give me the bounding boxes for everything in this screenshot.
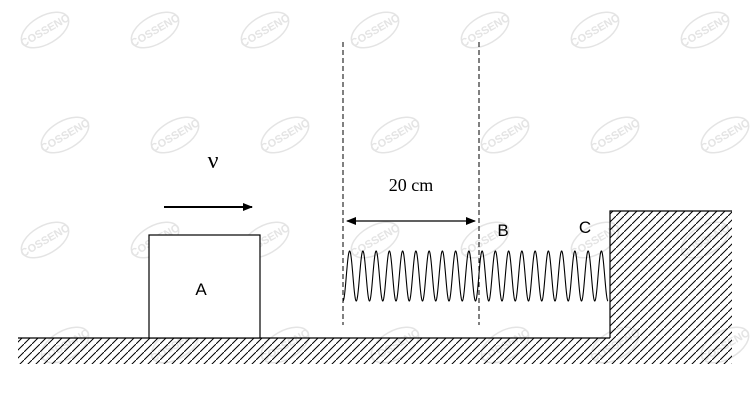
watermark-tile: COSSENO [39,116,93,155]
watermark-loop [350,221,400,259]
watermark-loop [350,11,400,49]
watermark-loop [460,11,510,49]
watermark-tile: COSSENO [699,116,752,155]
watermark-loop [240,11,290,49]
watermark-tile: COSSENO [129,11,183,50]
watermark-tile: COSSENO [569,11,623,50]
floor-hatching [18,338,610,364]
watermark-tile: COSSENO [349,221,403,260]
point-c-label: C [579,218,591,237]
watermark-tile: COSSENO [679,11,733,50]
watermark-loop [680,11,730,49]
watermark-tile: COSSENO [349,11,403,50]
watermark-loop [150,116,200,154]
watermark-loop [700,116,750,154]
watermark-loop [480,116,530,154]
wall-hatching [610,211,732,364]
watermark-tile: COSSENO [259,116,313,155]
wall-outline [609,210,732,338]
spring [342,250,609,302]
watermark-loop [460,221,510,259]
watermark-tile: COSSENO [459,11,513,50]
watermark-loop [590,116,640,154]
watermark-tile: COSSENO [589,116,643,155]
watermark-tile: COSSENO [239,11,293,50]
point-b-label: B [497,221,508,240]
watermark-loop [260,116,310,154]
watermark-loop [20,221,70,259]
distance-label: 20 cm [389,175,434,195]
watermark-tile: COSSENO [19,221,73,260]
block-a-label: A [195,280,207,299]
watermark-loop [20,11,70,49]
watermark-loop [570,11,620,49]
watermark-loop [130,11,180,49]
watermark-loop [40,116,90,154]
block-a [148,234,261,339]
watermark-tile: COSSENO [149,116,203,155]
watermark-tile: COSSENO [19,11,73,50]
watermark-tile: COSSENO [369,116,423,155]
velocity-symbol: ν [208,148,219,174]
watermark-loop [370,116,420,154]
watermark-tile: COSSENO [479,116,533,155]
watermark-text: COSSENO [699,117,752,155]
